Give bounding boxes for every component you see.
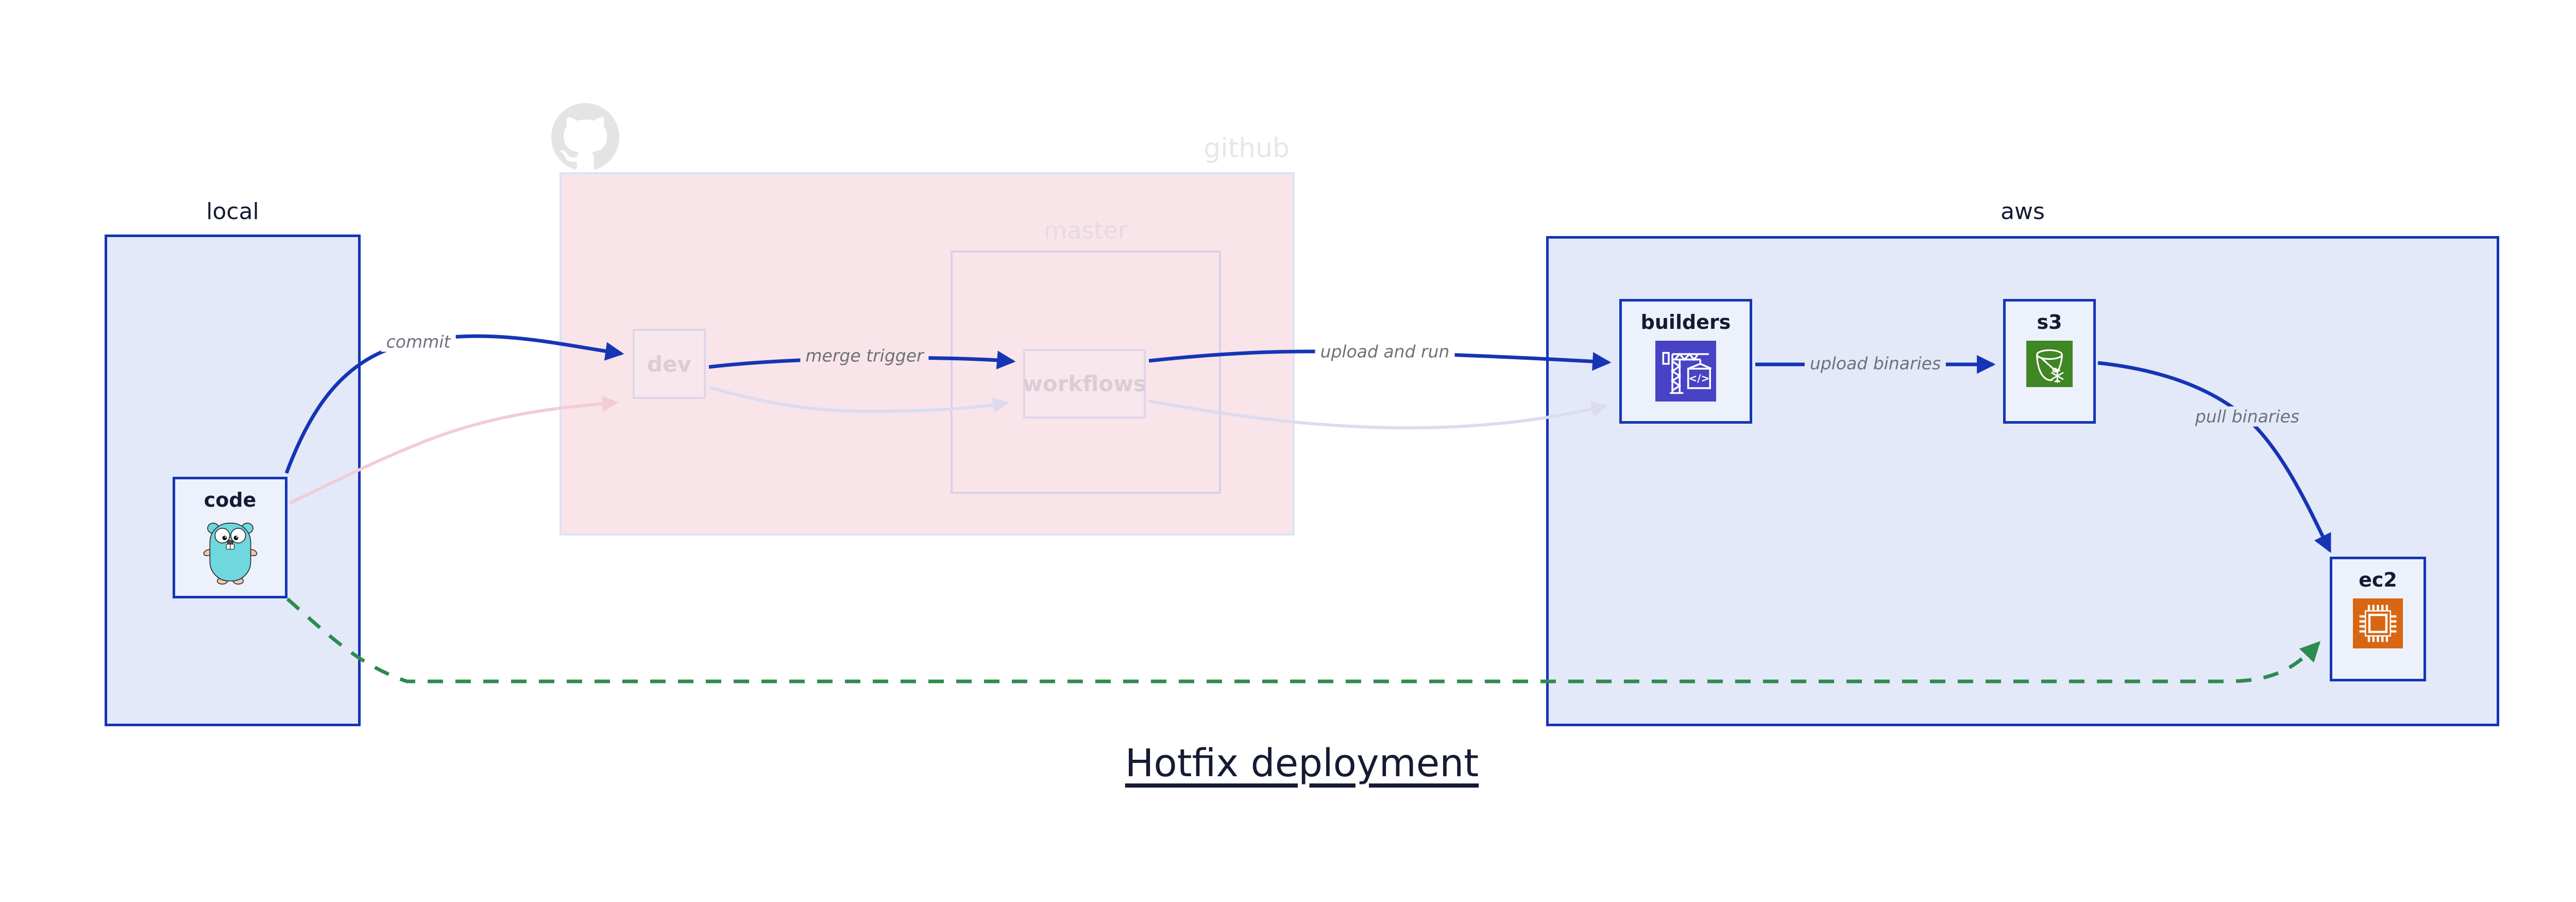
node-ec2: ec2 bbox=[2330, 557, 2426, 681]
edge-label-upload-binaries: upload binaries bbox=[1804, 353, 1946, 374]
edge-label-upload-and-run: upload and run bbox=[1315, 341, 1455, 362]
svg-text:</>: </> bbox=[1688, 372, 1709, 385]
aws-ec2-chip-icon bbox=[2353, 598, 2403, 648]
node-workflows: workflows bbox=[1023, 349, 1146, 419]
node-builders-label: builders bbox=[1640, 311, 1731, 333]
aws-s3-bucket-icon bbox=[2026, 341, 2073, 387]
cluster-master-label: master bbox=[1044, 216, 1128, 244]
github-octocat-icon bbox=[551, 103, 619, 171]
cluster-local-label: local bbox=[206, 198, 259, 225]
aws-codebuild-icon: </> bbox=[1655, 341, 1716, 402]
go-gopher-icon bbox=[202, 519, 259, 585]
node-dev: dev bbox=[633, 329, 706, 399]
node-s3: s3 bbox=[2003, 299, 2096, 424]
node-workflows-label: workflows bbox=[1022, 371, 1147, 396]
edge-label-commit: commit bbox=[381, 331, 456, 352]
cluster-aws-label: aws bbox=[2001, 198, 2045, 225]
diagram-title: Hotfix deployment bbox=[1125, 741, 1479, 786]
node-ec2-label: ec2 bbox=[2359, 569, 2397, 591]
node-builders: builders </> bbox=[1619, 299, 1752, 424]
node-dev-label: dev bbox=[647, 351, 691, 377]
cluster-github-label: github bbox=[1204, 133, 1290, 164]
node-s3-label: s3 bbox=[2037, 311, 2062, 333]
edge-label-pull-binaries: pull binaries bbox=[2190, 406, 2305, 427]
edge-label-merge-trigger: merge trigger bbox=[800, 345, 929, 366]
node-code: code bbox=[173, 477, 287, 598]
node-code-label: code bbox=[204, 489, 257, 511]
